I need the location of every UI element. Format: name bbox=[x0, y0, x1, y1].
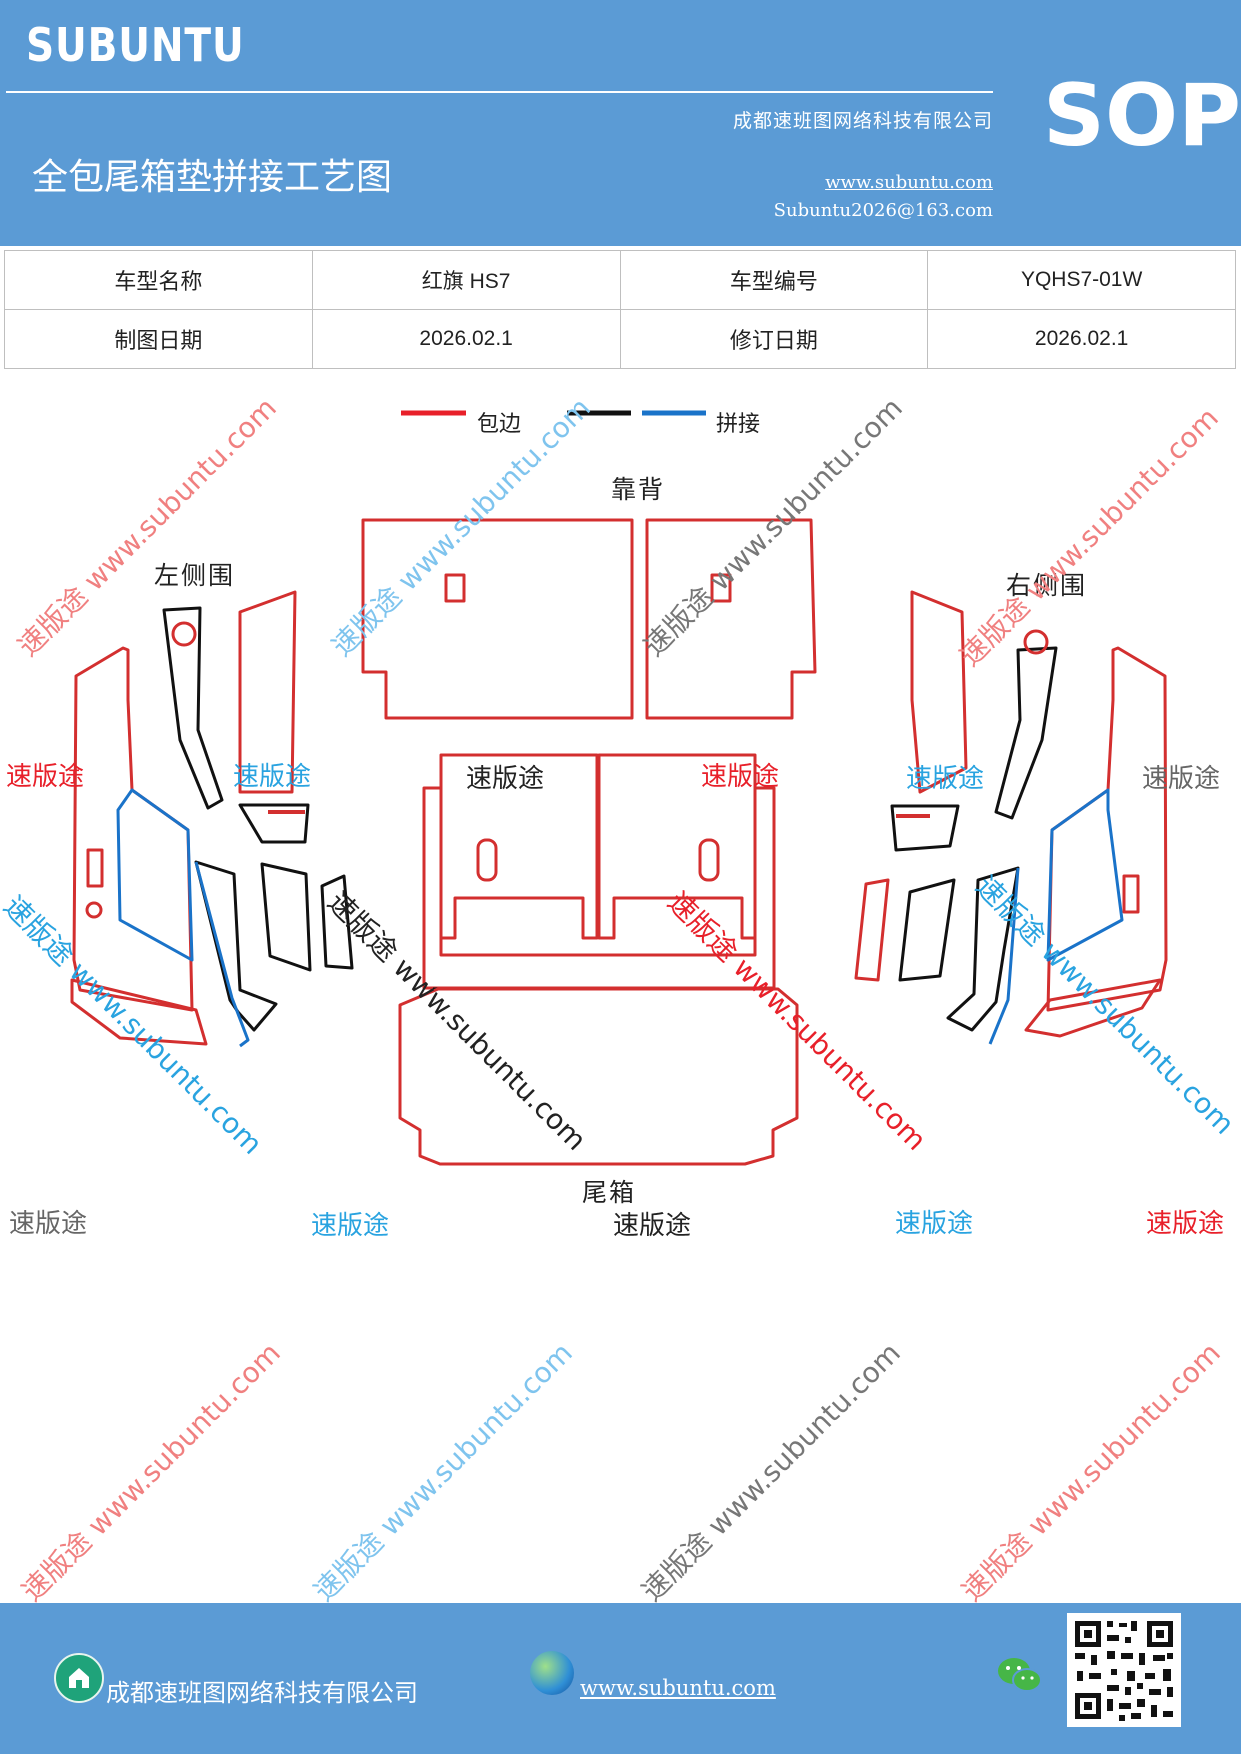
right-side-piece-8 bbox=[1024, 978, 1162, 1038]
header-email[interactable]: Subuntu2026@163.com bbox=[773, 200, 993, 221]
watermark-url: 速版途 www.subuntu.com bbox=[15, 1336, 287, 1608]
watermark-url: 速版途 www.subuntu.com bbox=[307, 1336, 579, 1608]
watermark-brand: 速版途 bbox=[6, 762, 85, 792]
left-side-piece-5 bbox=[194, 860, 278, 1032]
watermark-brand: 速版途 bbox=[906, 764, 985, 794]
backrest-right-panel bbox=[645, 518, 817, 720]
watermark-brand: 速版途 bbox=[895, 1209, 974, 1239]
backrest-right-slot bbox=[710, 573, 732, 603]
watermark-url: 速版途 www.subuntu.com bbox=[955, 1336, 1227, 1608]
left-side-ring bbox=[171, 621, 197, 647]
floor-left-panel bbox=[439, 753, 599, 940]
model-code-value: YQHS7-01W bbox=[927, 250, 1236, 310]
right-side-piece-2 bbox=[994, 646, 1058, 820]
header-website-link[interactable]: www.subuntu.com bbox=[825, 172, 993, 193]
left-side-piece-2 bbox=[162, 606, 224, 810]
wechat-icon[interactable] bbox=[996, 1655, 1044, 1695]
watermark-brand: 速版途 bbox=[311, 1211, 390, 1241]
left-side-hole bbox=[85, 901, 103, 919]
left-side-piece-7 bbox=[320, 874, 354, 970]
right-side-piece-7 bbox=[854, 878, 890, 982]
right-side-ring bbox=[1023, 629, 1049, 655]
label-left-side: 左侧围 bbox=[154, 561, 236, 590]
watermark-url: 速版途 www.subuntu.com bbox=[635, 1336, 907, 1608]
footer-banner: 成都速班图网络科技有限公司 www.subuntu.com bbox=[0, 1603, 1241, 1754]
left-side-piece-9 bbox=[194, 861, 250, 1048]
watermark-brand: 速版途 bbox=[1142, 764, 1221, 794]
watermark-brand: 速版途 bbox=[701, 762, 780, 792]
revise-date-label: 修订日期 bbox=[619, 309, 929, 369]
header-company: 成都速班图网络科技有限公司 bbox=[732, 110, 993, 132]
home-icon bbox=[54, 1653, 104, 1703]
left-side-piece-4 bbox=[238, 803, 310, 844]
info-table: 车型名称 红旗 HS7 车型编号 YQHS7-01W 制图日期 2026.02.… bbox=[4, 250, 1236, 369]
watermark-brand: 速版途 bbox=[1146, 1209, 1225, 1239]
header-banner: SUBUNTU SOP 成都速班图网络科技有限公司 全包尾箱垫拼接工艺图 www… bbox=[0, 0, 1241, 246]
page-title: 全包尾箱垫拼接工艺图 bbox=[32, 157, 393, 198]
floor-left-cutout bbox=[476, 838, 498, 882]
table-row: 制图日期 2026.02.1 修订日期 2026.02.1 bbox=[4, 309, 1236, 369]
right-side-piece-1-inner bbox=[1046, 788, 1124, 962]
left-side-slot bbox=[86, 848, 104, 888]
right-side-piece-5 bbox=[946, 866, 1020, 1032]
draw-date-value: 2026.02.1 bbox=[311, 309, 621, 369]
watermark-brand: 速版途 bbox=[613, 1211, 692, 1241]
trunk-floor-panel bbox=[398, 987, 799, 1166]
label-backrest: 靠背 bbox=[611, 475, 666, 504]
legend-splice-label: 拼接 bbox=[716, 412, 761, 437]
model-code-label: 车型编号 bbox=[619, 250, 929, 310]
model-name-value: 红旗 HS7 bbox=[311, 250, 621, 310]
right-side-piece-4 bbox=[890, 804, 960, 852]
legend-edge-label: 包边 bbox=[477, 412, 522, 437]
table-row: 车型名称 红旗 HS7 车型编号 YQHS7-01W bbox=[4, 250, 1236, 310]
watermark-brand: 速版途 bbox=[233, 762, 312, 792]
right-side-slot bbox=[1122, 874, 1140, 914]
trunk-mat-diagram bbox=[70, 410, 1168, 1166]
footer-company: 成都速班图网络科技有限公司 bbox=[106, 1679, 418, 1707]
brand-logo: SUBUNTU bbox=[26, 18, 245, 72]
revise-date-value: 2026.02.1 bbox=[927, 309, 1236, 369]
right-side-piece-3 bbox=[910, 590, 968, 794]
left-side-piece-3 bbox=[238, 590, 297, 794]
label-right-side: 右侧围 bbox=[1006, 571, 1088, 600]
globe-icon bbox=[530, 1651, 574, 1695]
right-side-piece-9 bbox=[988, 867, 1020, 1045]
floor-right-cutout bbox=[698, 838, 720, 882]
qr-code[interactable] bbox=[1067, 1613, 1181, 1727]
header-divider bbox=[6, 91, 993, 93]
backrest-left-panel bbox=[361, 518, 634, 720]
watermark-brand: 速版途 bbox=[9, 1209, 88, 1239]
left-side-piece-6 bbox=[260, 862, 312, 972]
model-name-label: 车型名称 bbox=[4, 250, 313, 310]
backrest-left-slot bbox=[444, 573, 466, 603]
sop-badge: SOP bbox=[1043, 66, 1241, 166]
right-side-piece-6 bbox=[898, 878, 956, 982]
left-side-piece-8 bbox=[70, 978, 208, 1046]
draw-date-label: 制图日期 bbox=[4, 309, 313, 369]
label-trunk: 尾箱 bbox=[582, 1178, 637, 1207]
watermark-brand: 速版途 bbox=[466, 764, 545, 794]
left-side-piece-1-inner bbox=[116, 788, 194, 962]
footer-website-link[interactable]: www.subuntu.com bbox=[580, 1676, 776, 1700]
